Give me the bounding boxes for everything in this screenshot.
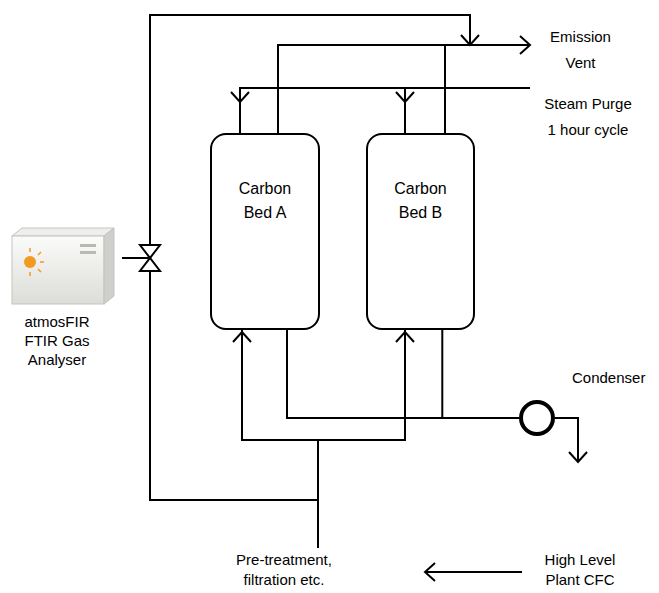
- arrow-head: [569, 452, 587, 462]
- stream-label: Pre-treatment, filtration etc.: [228, 550, 340, 590]
- device-top: [12, 228, 114, 236]
- inlet-pipe: [317, 440, 319, 548]
- device-detail: [80, 244, 96, 247]
- arrow-head: [425, 563, 435, 581]
- pipe-connector: [442, 330, 519, 418]
- device-logo: [30, 248, 44, 276]
- carbon-bed: Carbon Bed A: [210, 133, 320, 330]
- device-logo: [24, 256, 36, 268]
- stream-label: High Level Plant CFC: [535, 550, 625, 590]
- arrow-head: [233, 332, 251, 342]
- node-text: Carbon Bed B: [386, 177, 456, 225]
- analyser-device: [12, 228, 114, 304]
- analyser-line: [122, 257, 150, 259]
- condenser-symbol: Condenser: [519, 400, 555, 436]
- pipe-connector: [287, 330, 519, 418]
- analyser-node: atmosFIR FTIR Gas Analyser: [8, 222, 120, 372]
- steam-pipe: [240, 88, 530, 133]
- carbon-bed: Carbon Bed B: [366, 133, 475, 330]
- steam-pipe: [404, 88, 406, 133]
- arrow-head: [396, 332, 414, 342]
- stream-label: Steam Purge 1 hour cycle: [541, 91, 635, 143]
- device-detail: [80, 251, 96, 254]
- feed-pipe: [425, 571, 522, 573]
- valve-symbol: [140, 258, 160, 271]
- arrow-head: [231, 92, 249, 102]
- device-side: [104, 228, 114, 304]
- valve-symbol: [140, 245, 160, 258]
- drain-pipe: [555, 418, 578, 462]
- arrow-head: [461, 35, 479, 45]
- node-text: Carbon Bed A: [230, 177, 300, 225]
- node-text: atmosFIR FTIR Gas Analyser: [17, 312, 97, 369]
- stream-label: Emission Vent: [543, 24, 618, 76]
- arrow-head: [520, 36, 530, 54]
- inlet-pipe: [242, 330, 405, 440]
- node-text: Condenser: [572, 368, 645, 388]
- device-front: [12, 236, 104, 304]
- arrow-head: [396, 92, 414, 102]
